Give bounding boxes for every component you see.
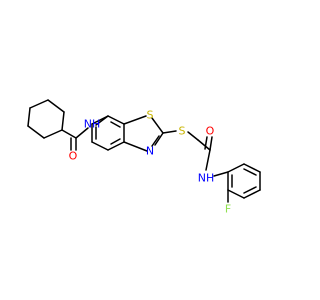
- bond: [110, 121, 121, 128]
- oxygen-atom-label: O: [69, 150, 78, 163]
- ring-nitrogen-label: N: [146, 145, 154, 158]
- bond: [27, 107, 31, 127]
- bond: [227, 189, 245, 199]
- bond: [154, 132, 164, 146]
- bond: [151, 135, 160, 147]
- bond: [243, 189, 261, 199]
- bond: [209, 136, 213, 151]
- bond: [47, 99, 65, 113]
- ring-sulfur-label: S: [147, 109, 154, 122]
- bond: [107, 141, 125, 151]
- thioether-sulfur-label: S: [179, 125, 186, 138]
- bond: [197, 139, 211, 151]
- carbonyl-oxygen-label: O: [206, 125, 215, 138]
- bond: [27, 125, 45, 139]
- bond: [91, 115, 109, 125]
- bond: [123, 115, 147, 125]
- bond: [43, 129, 63, 139]
- amide-nh-label: NH: [84, 118, 101, 131]
- bond: [243, 186, 257, 194]
- bond: [61, 129, 77, 139]
- bond: [110, 138, 121, 145]
- bond: [75, 127, 89, 139]
- bond: [187, 131, 199, 141]
- bond: [151, 117, 164, 134]
- bond: [61, 111, 65, 131]
- atom-labels: O NH S N S O NH F: [69, 109, 232, 216]
- bond: [162, 130, 177, 134]
- bond: [243, 163, 261, 173]
- bond: [29, 99, 49, 109]
- bond: [213, 171, 229, 177]
- bond: [91, 141, 109, 151]
- bond: [227, 163, 245, 173]
- bond: [204, 136, 208, 150]
- molecule-structure: O NH S N S O NH F: [27, 99, 261, 216]
- amide-nh-right-label: NH: [198, 172, 215, 185]
- bond: [243, 168, 257, 176]
- bonds: [27, 99, 261, 203]
- bond: [205, 149, 211, 171]
- bond: [123, 141, 148, 152]
- bond: [107, 115, 125, 125]
- fluorine-label: F: [225, 203, 231, 216]
